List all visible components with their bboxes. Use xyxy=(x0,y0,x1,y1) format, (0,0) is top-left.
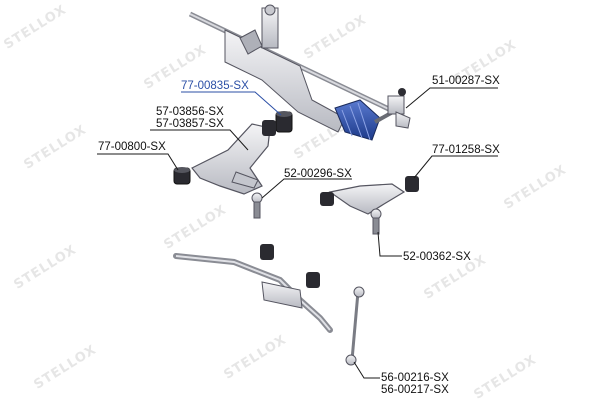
upper-arm xyxy=(320,176,419,235)
label-77-00835: 77-00835-SX xyxy=(181,80,249,92)
label-77-00800: 77-00800-SX xyxy=(98,141,166,153)
label-52-00362: 52-00362-SX xyxy=(403,251,471,263)
leader-lines xyxy=(97,87,498,379)
stabilizer-link xyxy=(345,286,365,366)
leader-52-00362 xyxy=(377,231,402,257)
leader-77-00800 xyxy=(97,153,179,171)
bushing-77-00800 xyxy=(173,167,191,185)
bushing-77-00835 xyxy=(275,111,293,133)
leader-77-01258 xyxy=(413,155,498,179)
ball-joint-52-00296 xyxy=(251,192,263,219)
steering-boot xyxy=(334,99,381,141)
label-57-03856: 57-03856-SX xyxy=(156,106,224,118)
control-arm xyxy=(191,120,276,195)
leader-57-03856 xyxy=(150,129,249,151)
leader-77-00835 xyxy=(181,91,282,116)
stabilizer-bar xyxy=(173,244,333,333)
leader-56-00216 xyxy=(353,361,380,379)
label-77-01258: 77-01258-SX xyxy=(432,144,500,156)
tie-rod-end xyxy=(374,88,411,129)
label-56-00216: 56-00216-SX xyxy=(381,372,449,384)
label-56-00217: 56-00217-SX xyxy=(381,384,449,396)
label-52-00296: 52-00296-SX xyxy=(284,168,352,180)
steering-rack xyxy=(188,4,397,133)
leader-52-00296 xyxy=(261,178,352,199)
label-57-03857: 57-03857-SX xyxy=(156,118,224,130)
leader-51-00287 xyxy=(405,87,498,109)
label-51-00287: 51-00287-SX xyxy=(432,75,500,87)
